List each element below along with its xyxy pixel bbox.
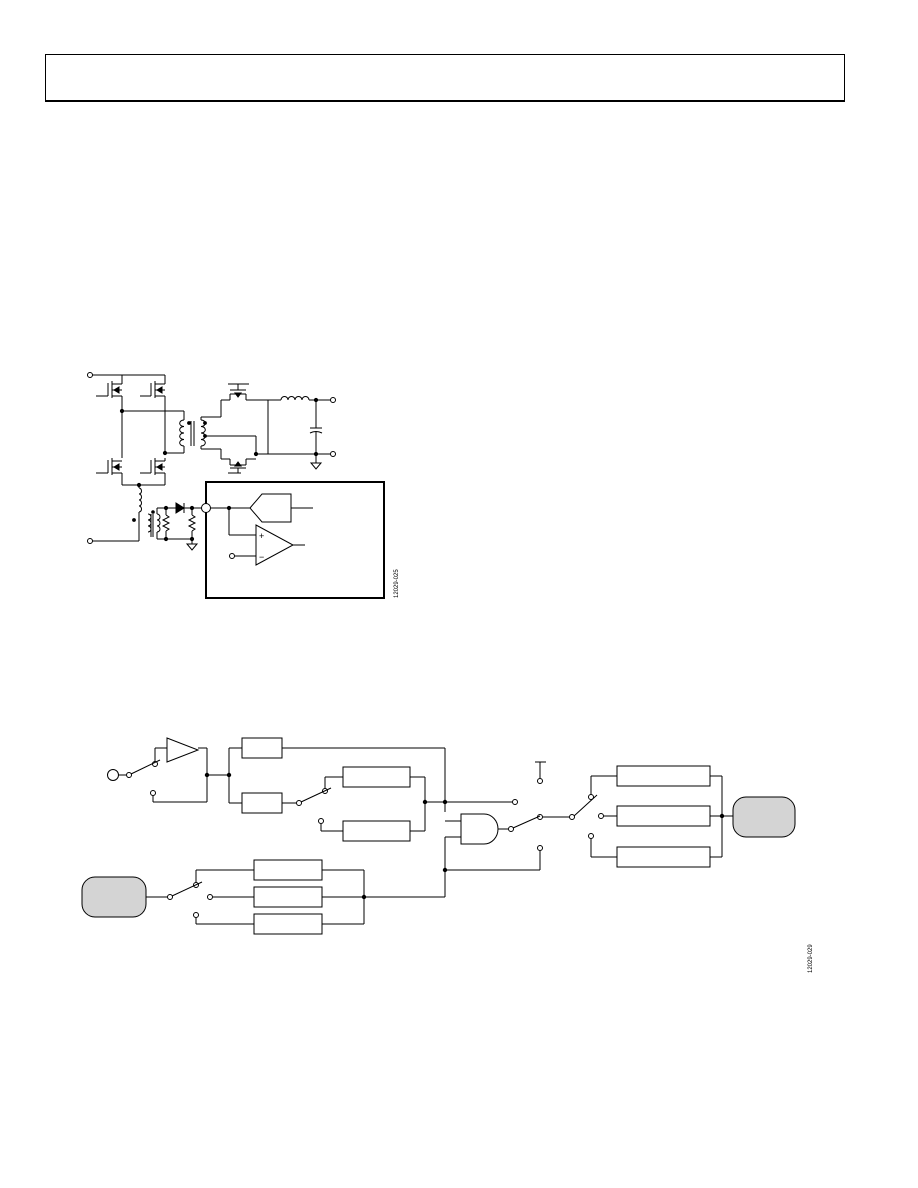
block-upper-small-1 — [241, 737, 283, 759]
mosfet-bottom-right — [122, 458, 166, 488]
input-pin-switch — [107, 747, 207, 803]
and-gate — [444, 813, 514, 897]
opamp-plus-sign: + — [259, 531, 264, 541]
lower-switch — [146, 869, 254, 925]
input-source-block — [81, 876, 147, 918]
input-rail — [87, 372, 166, 382]
block-lower-3 — [253, 913, 323, 935]
input-buffer — [166, 737, 242, 804]
output-filter — [256, 396, 336, 470]
block-upper-wide-2 — [342, 820, 411, 842]
lower-output-wiring — [322, 869, 445, 925]
block-upper-small-2 — [241, 792, 283, 814]
bridge-wiring — [119, 408, 185, 458]
controller-ic — [201, 481, 385, 599]
block-right-1 — [616, 765, 711, 787]
sync-rectifier-top — [201, 383, 268, 437]
right-output-wiring — [710, 775, 733, 858]
mosfet-top-left — [96, 381, 123, 411]
figure-1-id: 12029-025 — [394, 569, 400, 598]
central-switch — [442, 761, 617, 873]
opamp-minus-sign: − — [259, 552, 264, 562]
block-lower-1 — [253, 859, 323, 881]
sync-rectifier-bottom — [201, 436, 259, 474]
block-right-2 — [616, 805, 711, 827]
block-lower-2 — [253, 886, 323, 908]
upper-path-wiring — [282, 747, 518, 832]
mosfet-bottom-left — [96, 458, 123, 485]
output-terminal-block — [732, 796, 796, 838]
page-header-box — [45, 54, 845, 102]
figure-2-id: 12029-029 — [808, 944, 814, 973]
current-sense-network — [87, 487, 202, 551]
mosfet-top-right — [140, 381, 166, 453]
block-upper-wide-1 — [342, 766, 411, 788]
block-right-3 — [616, 846, 711, 868]
